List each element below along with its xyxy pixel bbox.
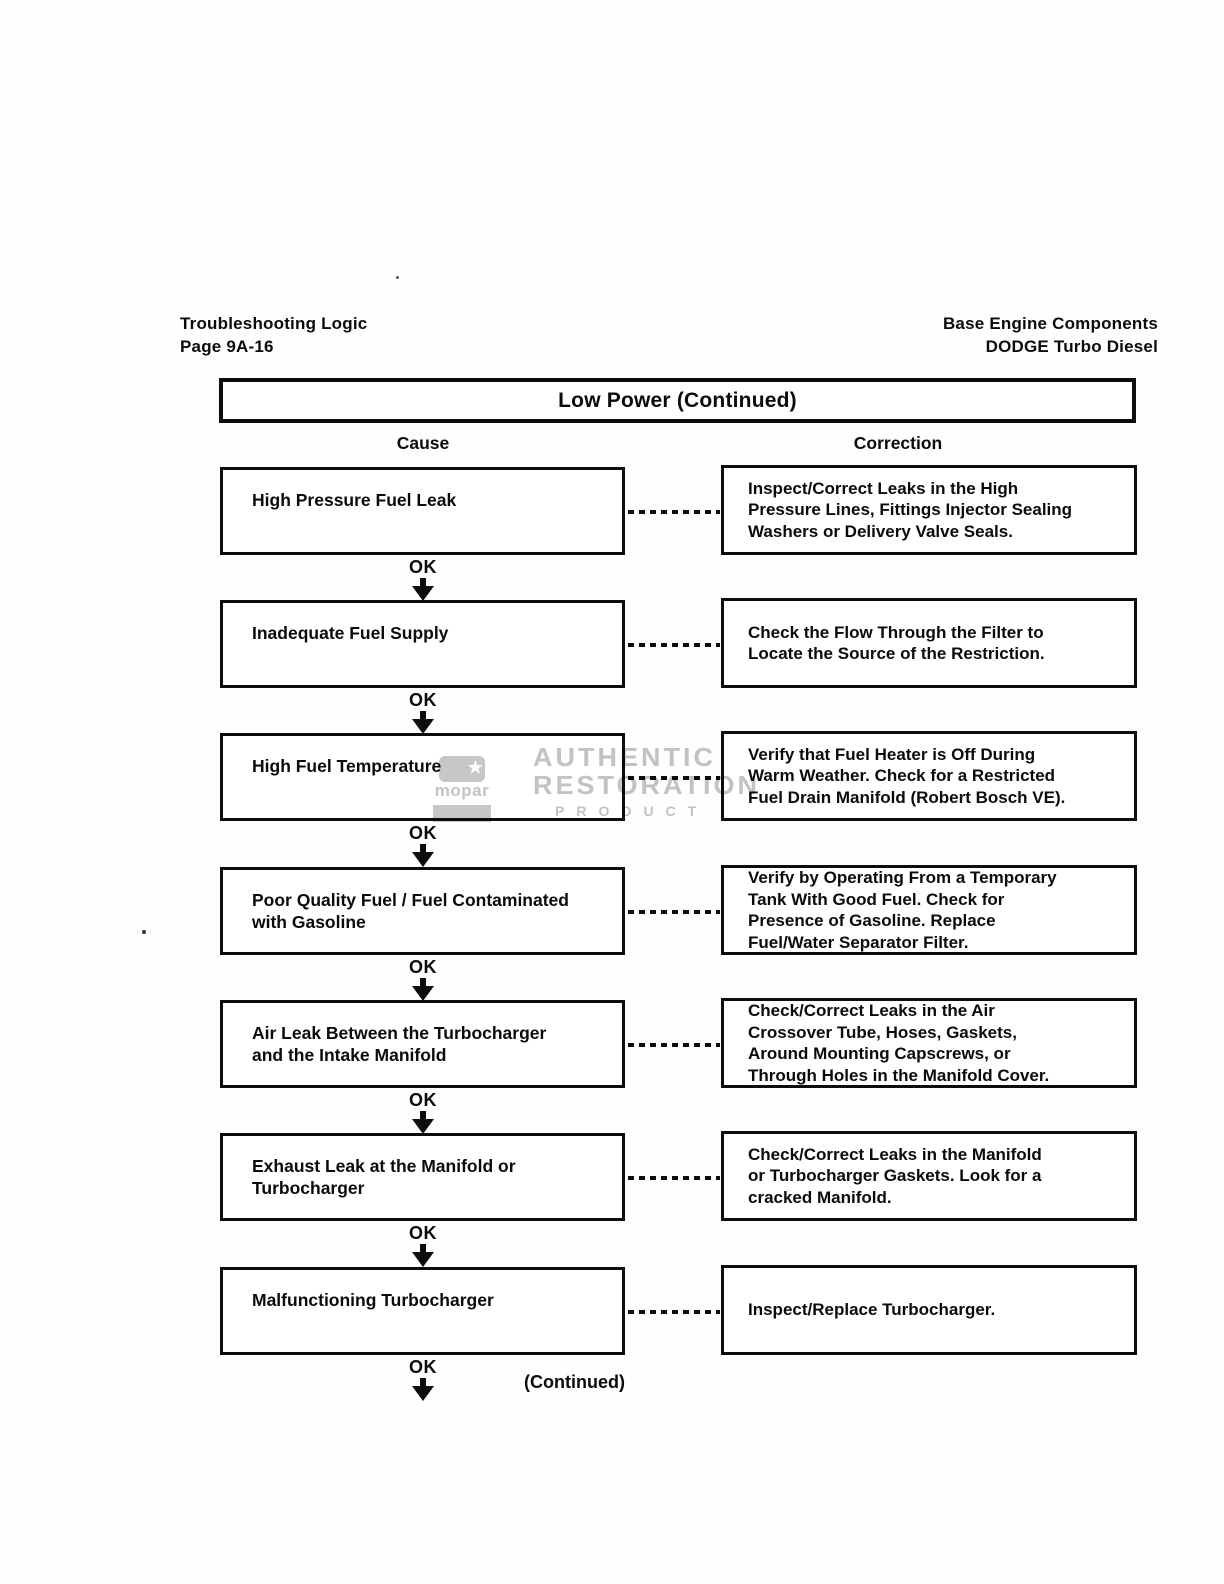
correction-box: Verify by Operating From a Temporary Tan… [721, 865, 1137, 955]
down-arrow-icon [323, 1111, 523, 1134]
cause-box: Exhaust Leak at the Manifold or Turbocha… [220, 1133, 625, 1221]
cause-box: High Pressure Fuel Leak [220, 467, 625, 555]
header-page-number: Page 9A-16 [180, 337, 274, 356]
header-model-title: DODGE Turbo Diesel [985, 337, 1158, 356]
dashed-connector-line [628, 776, 720, 780]
dashed-connector-line [628, 510, 720, 514]
flowchart-title: Low Power (Continued) [558, 388, 797, 412]
dashed-connector-line [628, 1176, 720, 1180]
down-arrow-icon [323, 1244, 523, 1267]
cause-text: Air Leak Between the Turbocharger and th… [252, 1023, 547, 1065]
correction-box: Check/Correct Leaks in the Manifold or T… [721, 1131, 1137, 1221]
cause-text: Exhaust Leak at the Manifold or Turbocha… [252, 1156, 516, 1198]
cause-box: High Fuel Temperature [220, 733, 625, 821]
correction-box: Inspect/Correct Leaks in the High Pressu… [721, 465, 1137, 555]
down-arrow-icon [323, 844, 523, 867]
correction-text: Check/Correct Leaks in the Air Crossover… [748, 1001, 1050, 1085]
dashed-connector-line [628, 910, 720, 914]
down-arrow-icon [323, 711, 523, 734]
flowchart-title-box: Low Power (Continued) [219, 378, 1136, 423]
cause-text: Poor Quality Fuel / Fuel Contaminated wi… [252, 890, 569, 932]
cause-box: Poor Quality Fuel / Fuel Contaminated wi… [220, 867, 625, 955]
down-arrow-icon [323, 978, 523, 1001]
header-section-title: Troubleshooting Logic [180, 314, 368, 333]
cause-box: Inadequate Fuel Supply [220, 600, 625, 688]
dashed-connector-line [628, 643, 720, 647]
correction-text: Check/Correct Leaks in the Manifold or T… [748, 1144, 1042, 1207]
ok-label: OK [409, 1223, 437, 1243]
cause-box: Malfunctioning Turbocharger [220, 1267, 625, 1355]
correction-box: Check the Flow Through the Filter to Loc… [721, 598, 1137, 688]
correction-text: Verify by Operating From a Temporary Tan… [748, 868, 1057, 952]
page-header-left: Troubleshooting Logic Page 9A-16 [180, 312, 367, 358]
correction-text: Check the Flow Through the Filter to Loc… [748, 622, 1045, 664]
cause-text: High Pressure Fuel Leak [252, 490, 457, 510]
cause-box: Air Leak Between the Turbocharger and th… [220, 1000, 625, 1088]
dashed-connector-line [628, 1310, 720, 1314]
down-arrow-icon [323, 1378, 523, 1401]
correction-box: Inspect/Replace Turbocharger. [721, 1265, 1137, 1355]
dashed-connector-line [628, 1043, 720, 1047]
down-arrow-icon [323, 578, 523, 601]
ok-label: OK [409, 1357, 437, 1377]
cause-text: Malfunctioning Turbocharger [252, 1290, 494, 1310]
ok-label: OK [409, 823, 437, 843]
correction-text: Inspect/Correct Leaks in the High Pressu… [748, 478, 1073, 541]
ok-label: OK [409, 1090, 437, 1110]
ok-label: OK [409, 690, 437, 710]
correction-text: Verify that Fuel Heater is Off During Wa… [748, 744, 1066, 807]
scan-artifact-dot [396, 276, 399, 279]
cause-text: High Fuel Temperature [252, 756, 442, 776]
cause-text: Inadequate Fuel Supply [252, 623, 449, 643]
scan-artifact-dot [142, 930, 146, 934]
correction-text: Inspect/Replace Turbocharger. [748, 1300, 996, 1320]
correction-box: Verify that Fuel Heater is Off During Wa… [721, 731, 1137, 821]
header-chapter-title: Base Engine Components [942, 314, 1158, 333]
column-label-cause: Cause [396, 433, 450, 453]
continued-label: (Continued) [524, 1372, 625, 1392]
ok-label: OK [409, 557, 437, 577]
correction-box: Check/Correct Leaks in the Air Crossover… [721, 998, 1137, 1088]
page-header-right: Base Engine Components DODGE Turbo Diese… [943, 312, 1158, 358]
ok-label: OK [409, 957, 437, 977]
column-label-correction: Correction [853, 433, 943, 453]
